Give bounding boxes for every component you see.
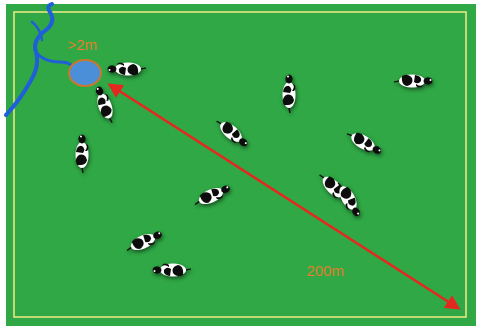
near-distance-label: >2m — [68, 37, 98, 54]
water-trough-icon — [69, 60, 101, 86]
far-distance-label: 200m — [307, 263, 345, 280]
